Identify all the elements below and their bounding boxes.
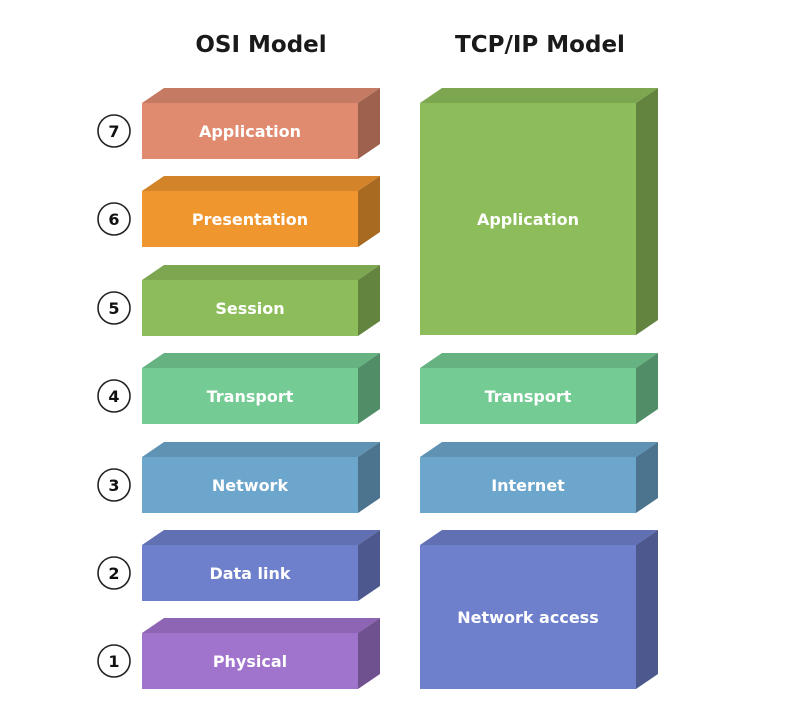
layer-number-2: 2 <box>108 564 119 583</box>
osi-layer-transport-top-face <box>142 353 380 368</box>
layer-number-circle-3 <box>97 468 131 502</box>
osi-layer-application-top-face <box>142 88 380 103</box>
tcpip-layer-internet-side-face <box>636 442 658 513</box>
tcpip-layer-application-side-face <box>636 88 658 335</box>
tcpip-layer-internet-top-face <box>420 442 658 457</box>
tcpip-model-heading: TCP/IP Model <box>455 32 625 58</box>
osi-layer-data-link-front-face <box>142 545 358 601</box>
layer-number-7: 7 <box>108 122 119 141</box>
osi-layer-physical-front-face <box>142 633 358 689</box>
osi-layer-application-side-face <box>358 88 380 159</box>
tcpip-layer-application: Application <box>420 88 658 335</box>
osi-layer-data-link-top-face <box>142 530 380 545</box>
tcpip-layer-transport-top-face <box>420 353 658 368</box>
osi-layer-transport-side-face <box>358 353 380 424</box>
layer-number-circle-7 <box>97 114 131 148</box>
osi-layer-session-label: Session <box>215 299 284 318</box>
tcpip-layer-network-access-front-face <box>420 545 636 689</box>
osi-layer-physical-label: Physical <box>213 652 287 671</box>
tcpip-layer-network-access: Network access <box>420 530 658 689</box>
tcpip-layer-transport: Transport <box>420 353 658 424</box>
tcpip-layer-transport-front-face <box>420 368 636 424</box>
osi-layer-data-link: Data link <box>142 530 380 601</box>
osi-layer-session-top-face <box>142 265 380 280</box>
layer-number-1: 1 <box>108 652 119 671</box>
osi-layer-application-label: Application <box>199 122 301 141</box>
tcpip-layer-internet: Internet <box>420 442 658 513</box>
layer-number-4: 4 <box>108 387 119 406</box>
osi-layer-session-front-face <box>142 280 358 336</box>
tcpip-layer-internet-label: Internet <box>491 476 565 495</box>
osi-layer-physical-side-face <box>358 618 380 689</box>
osi-layer-physical: Physical <box>142 618 380 689</box>
tcpip-layer-network-access-top-face <box>420 530 658 545</box>
layer-number-circle-2 <box>97 556 131 590</box>
osi-layer-presentation: Presentation <box>142 176 380 247</box>
osi-layer-presentation-top-face <box>142 176 380 191</box>
tcpip-layer-application-top-face <box>420 88 658 103</box>
osi-layer-transport: Transport <box>142 353 380 424</box>
osi-layer-physical-top-face <box>142 618 380 633</box>
osi-layer-presentation-side-face <box>358 176 380 247</box>
osi-layer-application: Application <box>142 88 380 159</box>
layer-number-6: 6 <box>108 210 119 229</box>
layer-number-circle-5 <box>97 291 131 325</box>
tcpip-layer-application-label: Application <box>477 210 579 229</box>
osi-layer-transport-front-face <box>142 368 358 424</box>
osi-layer-session-side-face <box>358 265 380 336</box>
tcpip-layer-network-access-label: Network access <box>457 608 598 627</box>
osi-layer-network-top-face <box>142 442 380 457</box>
osi-layer-presentation-front-face <box>142 191 358 247</box>
layer-number-3: 3 <box>108 476 119 495</box>
tcpip-layer-transport-label: Transport <box>485 387 572 406</box>
osi-layer-network-label: Network <box>212 476 289 495</box>
layer-number-circle-1 <box>97 644 131 678</box>
tcpip-layer-transport-side-face <box>636 353 658 424</box>
osi-layer-presentation-label: Presentation <box>192 210 308 229</box>
osi-layer-session: Session <box>142 265 380 336</box>
osi-layer-application-front-face <box>142 103 358 159</box>
osi-layer-network-side-face <box>358 442 380 513</box>
osi-layer-data-link-side-face <box>358 530 380 601</box>
tcpip-layer-network-access-side-face <box>636 530 658 689</box>
osi-layer-network: Network <box>142 442 380 513</box>
tcpip-layer-application-front-face <box>420 103 636 335</box>
layer-number-circle-4 <box>97 379 131 413</box>
tcpip-layer-internet-front-face <box>420 457 636 513</box>
layer-number-5: 5 <box>108 299 119 318</box>
osi-layer-network-front-face <box>142 457 358 513</box>
layer-number-circle-6 <box>97 202 131 236</box>
osi-layer-data-link-label: Data link <box>209 564 290 583</box>
osi-model-heading: OSI Model <box>195 32 326 58</box>
osi-layer-transport-label: Transport <box>207 387 294 406</box>
